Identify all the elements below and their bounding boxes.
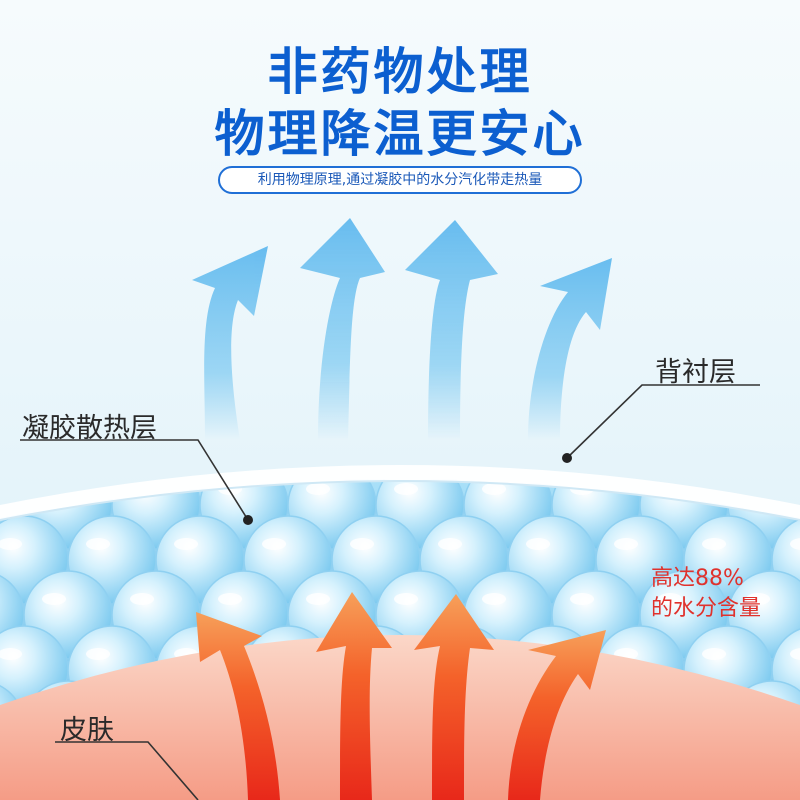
gel-bubble-highlight [702, 538, 726, 550]
skin-leader [55, 741, 199, 800]
gel-bubble-highlight [614, 538, 638, 550]
backing-leader [566, 384, 760, 459]
gel-dot [243, 515, 253, 525]
gel-bubble-highlight [790, 648, 800, 660]
cool-arrow-3 [405, 220, 498, 440]
gel-bubble-highlight [482, 483, 506, 495]
gel-bubble-highlight [218, 593, 242, 605]
heat-arrow-3 [414, 594, 494, 800]
gel-bubble-highlight [306, 593, 330, 605]
gel-bubble-highlight [482, 593, 506, 605]
gel-layer-label: 凝胶散热层 [22, 413, 157, 444]
heat-arrows [196, 592, 606, 800]
heat-arrow-1 [196, 612, 280, 800]
gel-bubble-highlight [174, 538, 198, 550]
headline-line-2: 物理降温更安心 [214, 105, 586, 163]
cool-arrow-2 [300, 218, 385, 440]
gel-bubble-highlight [86, 648, 110, 660]
gel-bubble-highlight [42, 483, 66, 495]
gel-bubble-highlight [42, 593, 66, 605]
gel-bubble-highlight [0, 648, 22, 660]
gel-bubble-highlight [0, 538, 22, 550]
water-content-line-2: 的水分含量 [651, 596, 762, 621]
skin-label: 皮肤 [60, 715, 114, 746]
gel-bubble-highlight [702, 648, 726, 660]
backing-dot [562, 453, 572, 463]
gel-bubble-highlight [262, 538, 286, 550]
cool-arrow-4 [528, 258, 612, 440]
subtitle-pill: 利用物理原理,通过凝胶中的水分汽化带走热量 [218, 166, 582, 194]
heat-arrow-4 [508, 630, 606, 800]
gel-bubble-highlight [570, 593, 594, 605]
backing-layer-label: 背衬层 [655, 357, 736, 388]
gel-bubble-highlight [746, 483, 770, 495]
cool-arrow-1 [192, 246, 268, 440]
gel-bubble-highlight [394, 593, 418, 605]
gel-bubble-highlight [394, 483, 418, 495]
gel-bubble-highlight [790, 538, 800, 550]
gel-bubble-highlight [130, 593, 154, 605]
gel-bubble-highlight [350, 538, 374, 550]
gel-bubble-highlight [746, 593, 770, 605]
gel-bubble-highlight [526, 538, 550, 550]
leader-lines [20, 384, 760, 800]
headline-line-1: 非药物处理 [267, 43, 533, 101]
gel-bubble-highlight [658, 593, 682, 605]
cooling-arrows [192, 218, 612, 440]
backing-layer [0, 465, 800, 520]
water-content-line-1: 高达88% [651, 566, 744, 591]
gel-bubble-highlight [306, 483, 330, 495]
gel-bubble-highlight [86, 538, 110, 550]
gel-bubble-highlight [438, 538, 462, 550]
skin-surface [0, 635, 800, 800]
heat-arrow-2 [316, 592, 392, 800]
gel-leader [20, 439, 249, 521]
